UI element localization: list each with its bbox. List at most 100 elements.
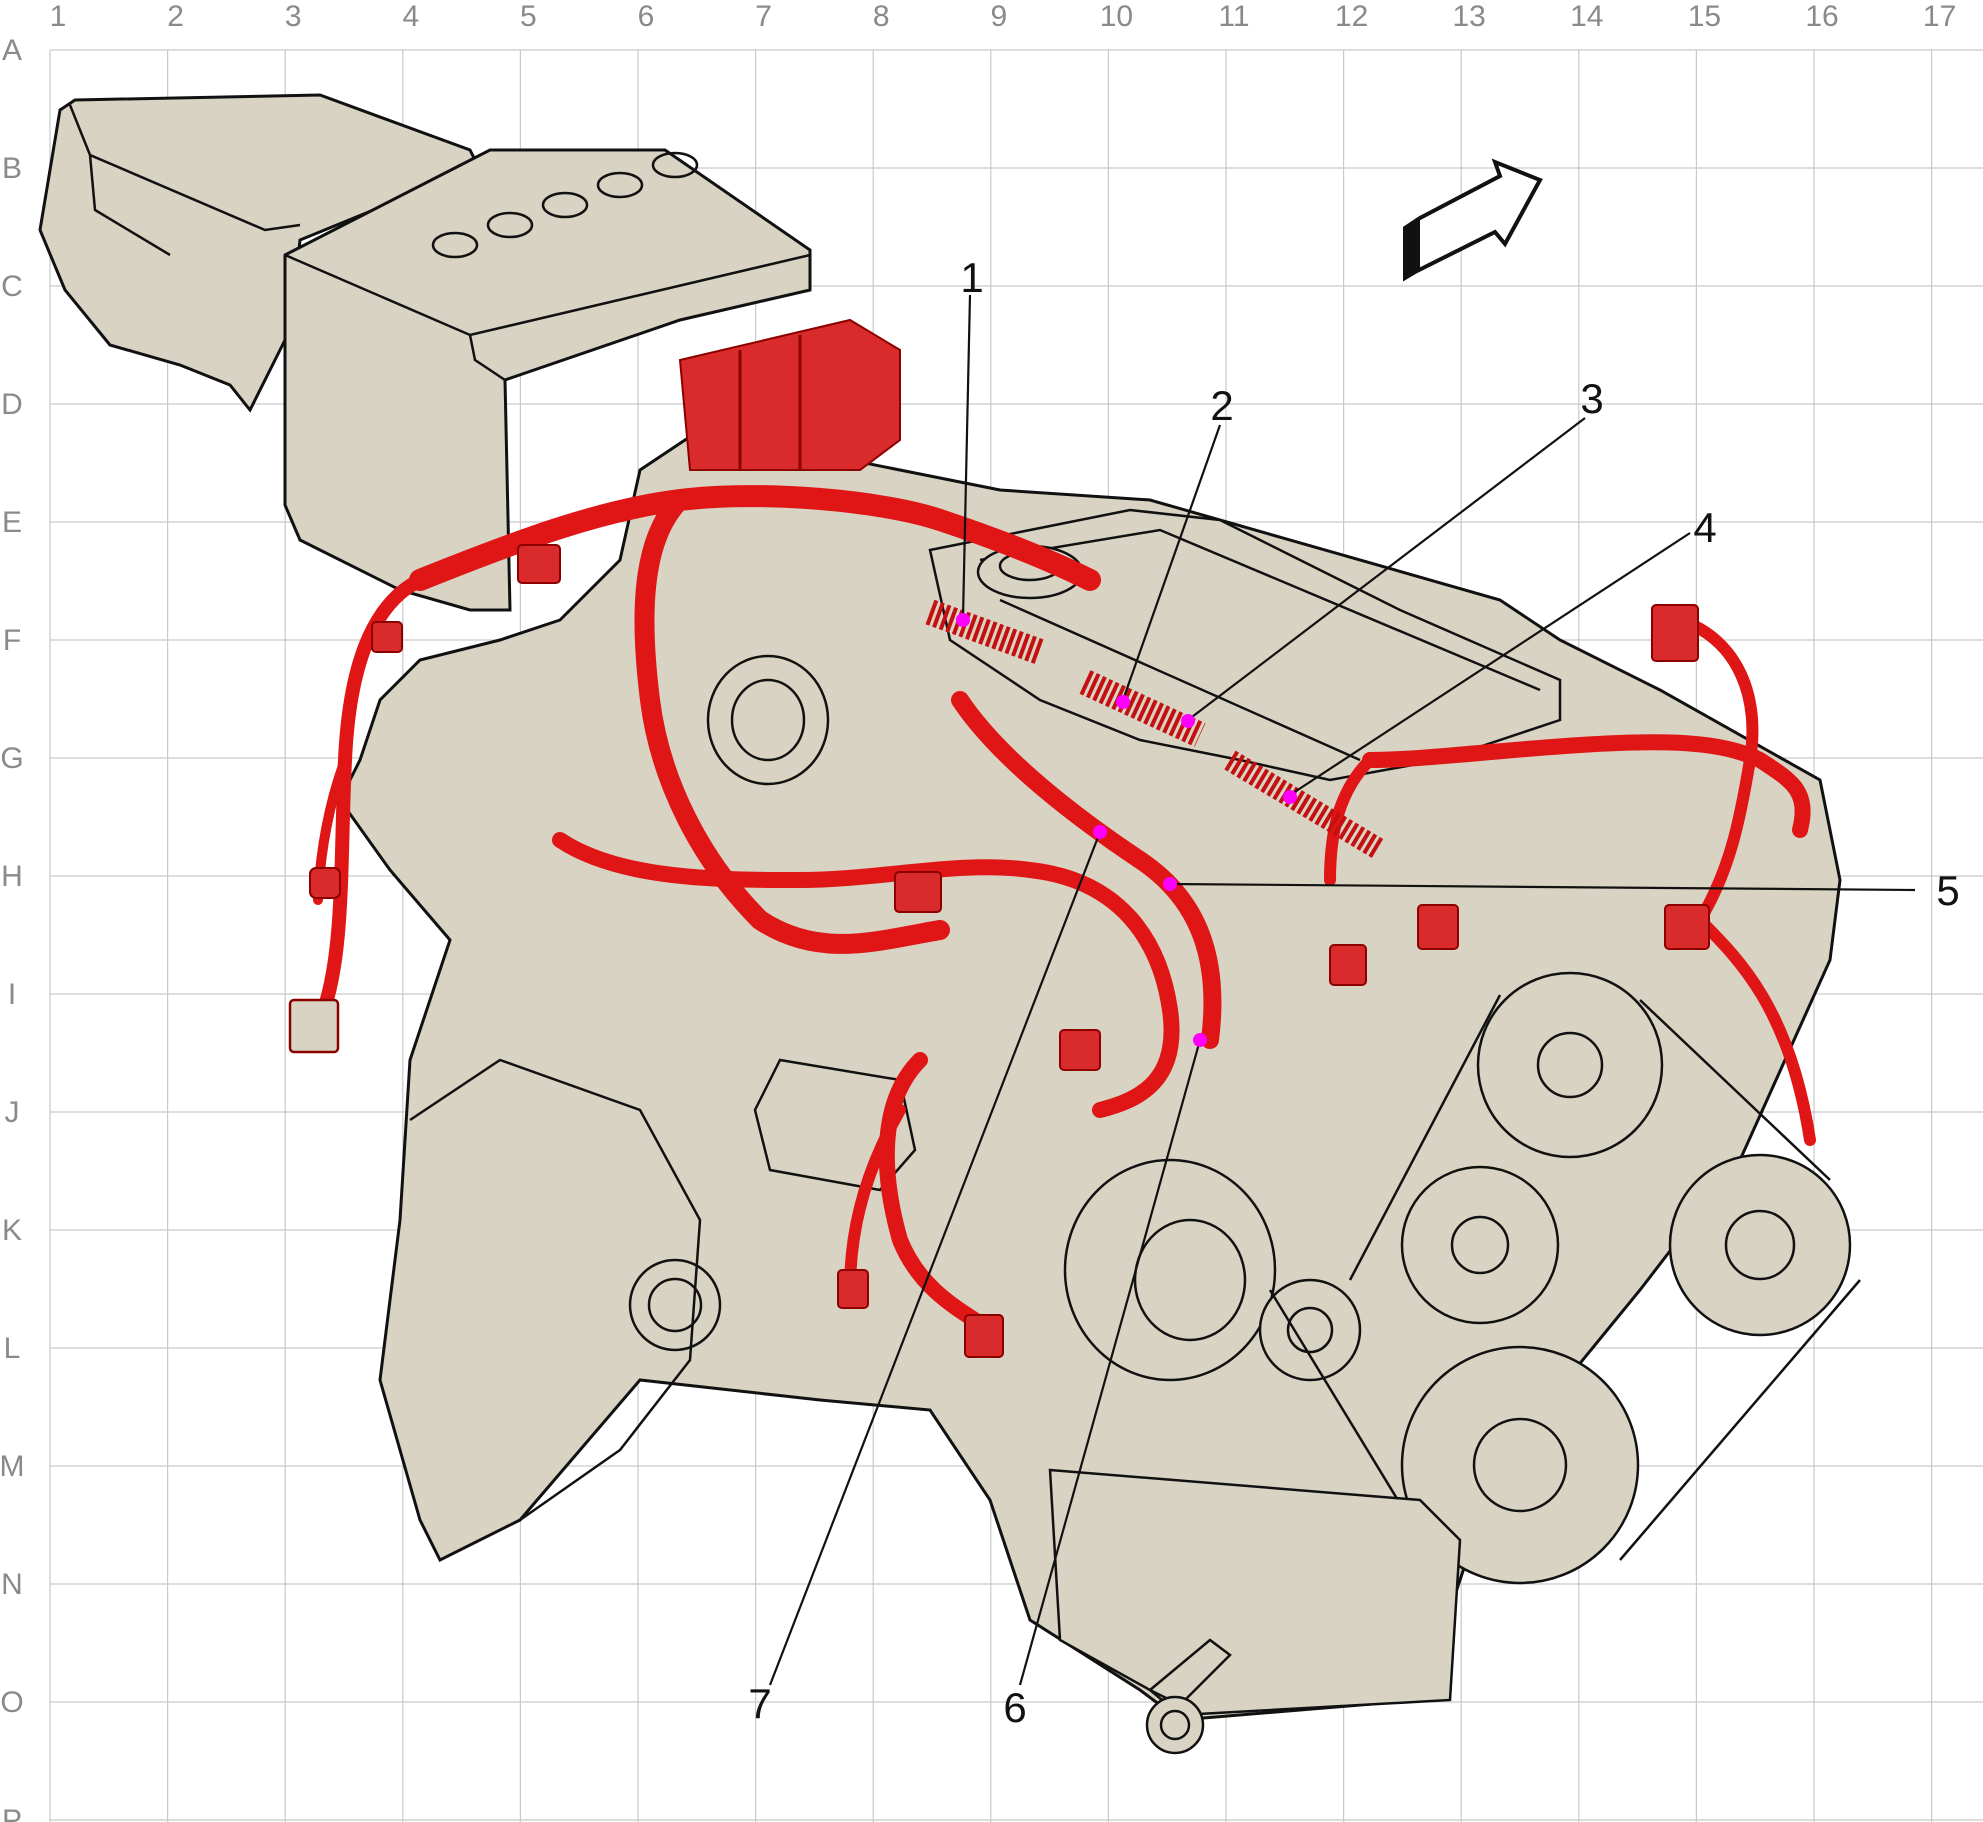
drive-belt [1268,994,1861,1561]
direction-arrow-icon [1403,158,1543,282]
callout-7: 7 [748,1680,771,1727]
harness-throttle-branch [552,832,1180,1118]
connector-left-side [371,621,403,653]
transmission-housing [409,1058,702,1522]
water-pump-pulley [1476,971,1664,1159]
harness-main-trunk [409,485,1101,591]
leader-4 [1289,532,1691,796]
row-label: P [2,1804,22,1822]
water-pump-hub [1536,1031,1604,1099]
connector-throttle [894,871,942,913]
connector-center [1059,1029,1101,1071]
column-label: 7 [755,0,772,33]
locator-dot-6 [1193,1033,1207,1047]
harness-lower-branch [878,1052,998,1338]
connector-right-top [1651,604,1699,662]
throttle-bore [730,678,806,762]
column-label: 1 [50,0,67,33]
connector-right-mid [1664,904,1710,950]
connector-right-lower [1417,904,1459,950]
column-label: 5 [520,0,537,33]
column-label: 8 [873,0,890,33]
column-label: 16 [1805,0,1838,33]
output-shaft-seal-inner [647,1277,703,1333]
row-label: C [1,270,23,303]
drain-plug-cap-inner [1159,1709,1191,1741]
air-filter-lid [68,104,301,257]
callout-2: 2 [1210,382,1233,429]
column-label: 11 [1218,0,1249,33]
row-label: H [1,860,23,893]
crankshaft-pulley [1400,1345,1640,1585]
leader-3 [1187,417,1586,721]
tensioner-hub [1450,1215,1510,1275]
row-label: D [1,388,23,421]
alternator-core [1133,1218,1247,1342]
column-label: 14 [1570,0,1603,33]
connector-left-mid [309,867,341,899]
leader-7 [768,831,1102,1686]
leader-2 [1121,424,1222,701]
callout-3: 3 [1580,375,1603,422]
column-label: 4 [402,0,419,33]
callout-5: 5 [1936,867,1959,914]
crankshaft-hub [1472,1417,1568,1513]
idler-pulley [1258,1278,1362,1382]
relay-dividers [738,335,802,470]
callout-6: 6 [1003,1684,1026,1731]
connector-header [1329,944,1367,986]
row-label: M [0,1450,25,1483]
row-label: I [8,978,16,1011]
drain-plug-cap [1145,1695,1205,1755]
callout-numbers: 1 2 3 4 5 6 7 [748,254,1959,1731]
conduit-segment-3 [1224,750,1386,860]
locator-dot-5 [1163,877,1177,891]
connector-left-bottom [288,998,340,1054]
callout-1: 1 [960,254,983,301]
locator-dot-7 [1093,825,1107,839]
fuse-relay-box [678,318,901,471]
engine-assembly [38,93,1861,1755]
ac-compressor-hub [1724,1209,1796,1281]
conduit-segment-1 [925,599,1045,665]
idler-pulley-hub [1286,1306,1334,1354]
locator-dot-2 [1116,695,1130,709]
column-label: 13 [1453,0,1486,33]
connector-left-top [517,544,561,584]
callout-4: 4 [1693,504,1716,551]
leader-5 [1169,882,1916,892]
column-label: 10 [1100,0,1133,33]
callout-leaders [768,294,1916,1686]
conduit-segment-2 [1079,670,1206,747]
column-label: 2 [167,0,184,33]
oil-pan [1048,1468,1462,1717]
row-label: O [0,1686,23,1719]
row-label: K [2,1214,22,1247]
output-shaft-seal [628,1258,722,1352]
harness-far-right-branch [1674,614,1816,1146]
leader-1 [961,294,972,619]
wiring-harness [288,318,1816,1358]
harness-upper-loop [634,490,950,954]
column-label: 3 [285,0,302,33]
harness-center-branch [951,691,1222,1049]
direction-arrow-shadow [1405,218,1420,278]
harness-right-branch [1362,734,1811,838]
row-label: E [2,506,22,539]
row-label: L [4,1332,21,1365]
locator-dots [956,613,1297,1047]
locator-dot-1 [956,613,970,627]
throttle-body [706,654,830,786]
row-label: N [1,1568,23,1601]
row-label: B [2,152,22,185]
column-label: 17 [1923,0,1956,33]
row-label: J [5,1096,20,1129]
locator-dot-4 [1283,790,1297,804]
tensioner-pulley [1400,1165,1560,1325]
connector-lower [964,1314,1004,1358]
alternator [1063,1158,1277,1382]
row-label: A [2,34,22,67]
